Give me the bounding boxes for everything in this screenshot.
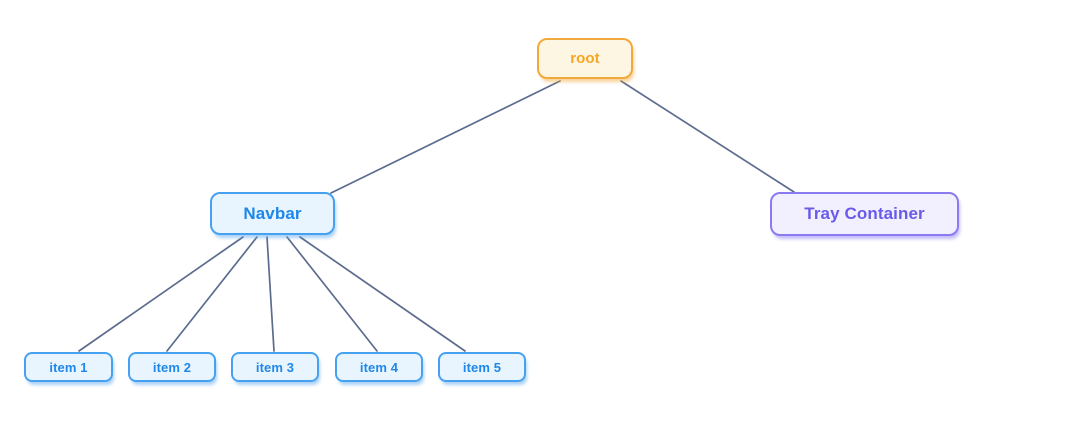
- node-navbar[interactable]: Navbar: [210, 192, 335, 235]
- edge-navbar-to-item-1: [78, 236, 244, 352]
- edge-root-to-navbar: [330, 80, 561, 194]
- node-item-5[interactable]: item 5: [438, 352, 526, 382]
- node-item-1[interactable]: item 1: [24, 352, 113, 382]
- node-label: item 2: [152, 359, 192, 375]
- node-label: Tray Container: [804, 204, 925, 223]
- node-item-3[interactable]: item 3: [231, 352, 319, 382]
- node-label: root: [570, 50, 600, 67]
- edge-root-to-tray-container: [620, 80, 795, 193]
- node-label: item 1: [49, 359, 88, 375]
- node-label: item 5: [462, 359, 502, 375]
- node-label: item 4: [359, 359, 399, 375]
- node-item-2[interactable]: item 2: [128, 352, 216, 382]
- edge-navbar-to-item-4: [286, 236, 378, 352]
- node-item-4[interactable]: item 4: [335, 352, 423, 382]
- node-label: Navbar: [243, 203, 302, 223]
- node-label: item 3: [255, 359, 295, 375]
- edge-navbar-to-item-3: [266, 236, 275, 352]
- node-tray-container[interactable]: Tray Container: [770, 192, 959, 236]
- node-root[interactable]: root: [537, 38, 633, 79]
- edge-navbar-to-item-2: [166, 236, 258, 352]
- edge-navbar-to-item-5: [299, 236, 466, 352]
